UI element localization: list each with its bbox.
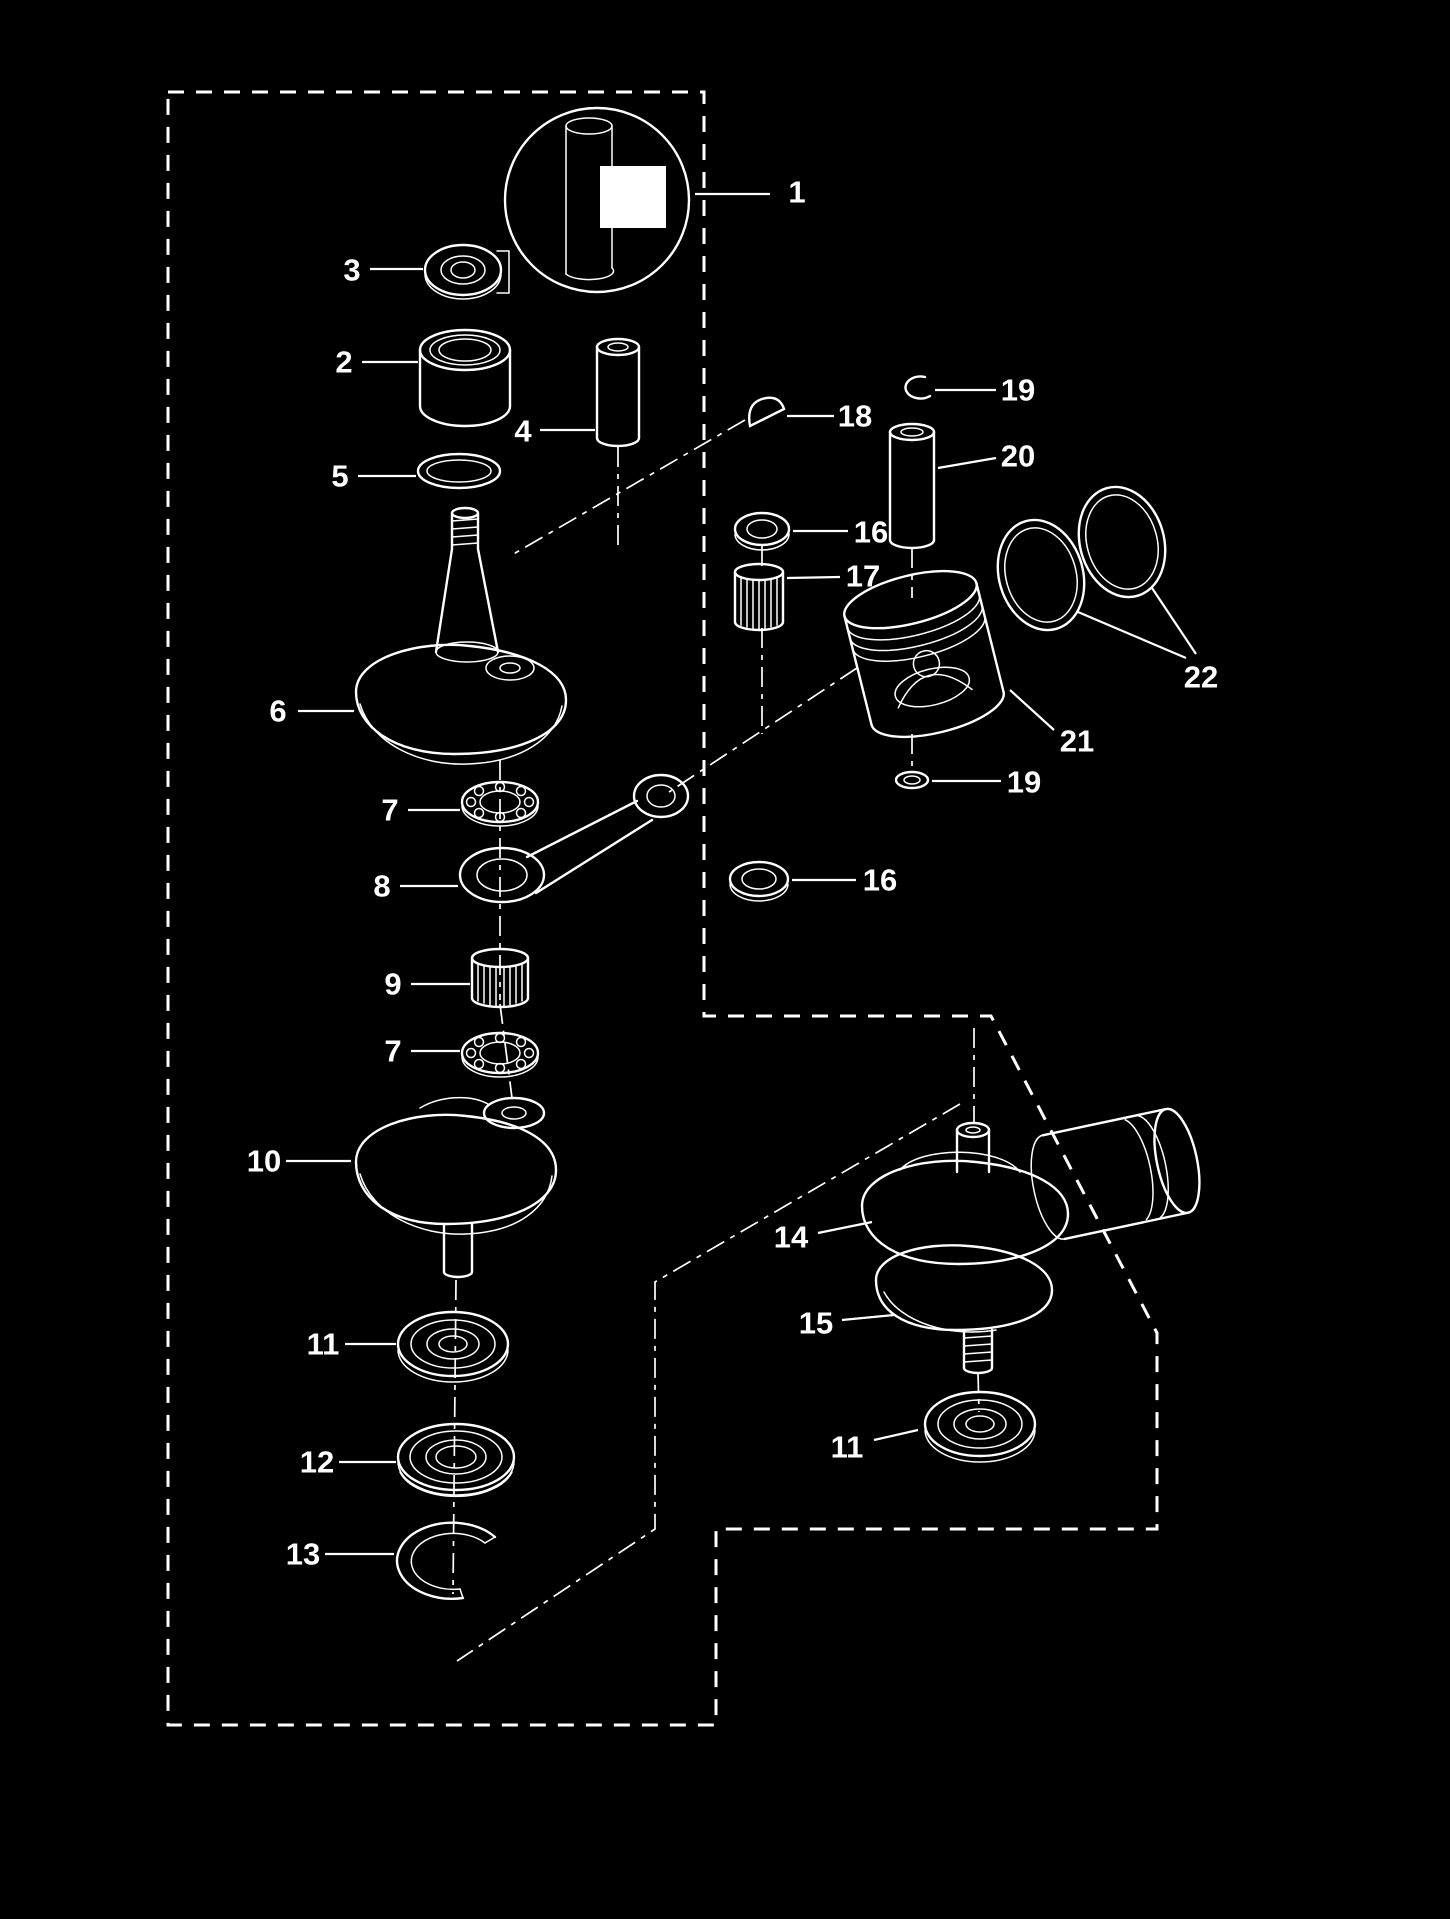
callout-19-lower: 19: [1007, 765, 1041, 800]
callout-16-upper: 16: [854, 515, 888, 550]
callout-7-upper: 7: [381, 793, 398, 828]
part-21-piston: [843, 569, 1005, 739]
part-17-needle-bearing: [733, 562, 785, 632]
part-2-bushing: [418, 328, 512, 428]
callout-15: 15: [799, 1306, 833, 1341]
callout-9: 9: [384, 967, 401, 1002]
part-12-oil-seal: [396, 1422, 516, 1498]
callout-3: 3: [343, 253, 360, 288]
part-18-woodruff-key: [748, 396, 786, 428]
callout-16-lower: 16: [863, 863, 897, 898]
callout-7-lower: 7: [384, 1034, 401, 1069]
part-9-needle-bearing: [470, 947, 530, 1009]
callout-22: 22: [1184, 660, 1218, 695]
part-11-ball-bearing-upper: [396, 1310, 510, 1383]
part-20-piston-pin: [888, 422, 936, 550]
part-13-circlip: [395, 1521, 497, 1600]
callout-17: 17: [846, 559, 880, 594]
part-7-bearing-upper: [460, 780, 540, 827]
part-4-pin: [595, 337, 641, 448]
detail-view-circle: [496, 106, 691, 294]
part-7-bearing-lower: [460, 1031, 540, 1079]
part-6-crankshaft-upper: [354, 506, 568, 765]
part-11-ball-bearing-lower: [923, 1390, 1037, 1464]
callout-labels: 1 2 3 4 5 6 7 8 9 7 10 11 12 13 18 19 20…: [247, 175, 1218, 1572]
callout-19-upper: 19: [1001, 373, 1035, 408]
part-3-bearing: [423, 243, 503, 300]
callout-13: 13: [286, 1537, 320, 1572]
part-14-crankshaft-assembly: [860, 1107, 1201, 1266]
callout-12: 12: [300, 1445, 334, 1480]
callout-10: 10: [247, 1144, 281, 1179]
dashed-boundary: [166, 90, 1159, 1727]
part-16-washer-lower: [728, 860, 790, 902]
callout-11-lower: 11: [831, 1430, 864, 1465]
callout-11-upper: 11: [307, 1327, 340, 1362]
callout-14: 14: [774, 1220, 809, 1255]
center-lines: [452, 419, 980, 1662]
part-19-clip-upper: [904, 375, 932, 400]
callout-20: 20: [1001, 439, 1035, 474]
callout-18: 18: [838, 399, 872, 434]
part-5-oring: [416, 452, 502, 490]
part-19-clip-lower: [894, 770, 930, 790]
part-16-washer-upper: [733, 511, 791, 551]
part-8-connecting-rod: [458, 773, 690, 904]
callout-6: 6: [269, 694, 286, 729]
part-15-crankshaft-web: [874, 1244, 1054, 1375]
callout-2: 2: [335, 345, 352, 380]
callout-4: 4: [514, 414, 532, 449]
part-10-crankshaft-lower: [354, 1096, 558, 1279]
callout-8: 8: [373, 869, 390, 904]
part-22-piston-rings: [996, 485, 1167, 632]
callout-1: 1: [788, 175, 805, 210]
callout-21: 21: [1060, 724, 1094, 759]
leader-lines: [286, 192, 1197, 1556]
callout-5: 5: [331, 459, 348, 494]
